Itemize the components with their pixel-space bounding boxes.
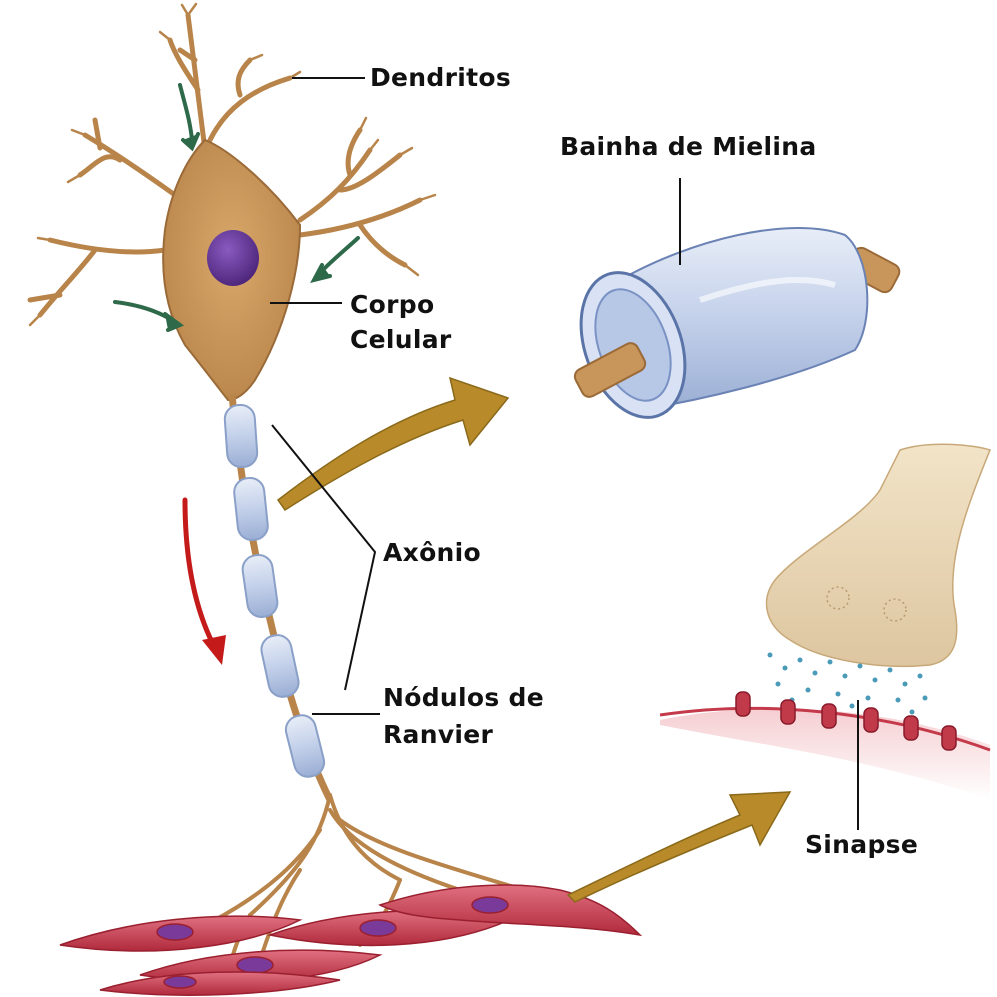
nucleus xyxy=(207,230,259,286)
label-nodes-line2: Ranvier xyxy=(383,720,493,750)
axon-terminal-bouton xyxy=(767,444,990,666)
label-cell-body-line1: Corpo xyxy=(350,290,434,320)
label-dendrites: Dendritos xyxy=(370,63,511,93)
red-arrow-head xyxy=(202,635,226,665)
label-synapse: Sinapse xyxy=(805,830,918,860)
synapse-zoom xyxy=(660,444,990,800)
muscle-cells xyxy=(60,885,640,995)
label-myelin-sheath: Bainha de Mielina xyxy=(560,132,817,162)
myelin-segments xyxy=(224,404,327,780)
pointer-arrow-myelin xyxy=(278,378,508,510)
label-cell-body-line2: Celular xyxy=(350,325,452,355)
pointer-arrow-synapse xyxy=(568,792,790,902)
label-axon: Axônio xyxy=(383,538,481,568)
myelin-sheath-zoom xyxy=(562,228,902,432)
signal-flow-arrow-red xyxy=(185,500,215,648)
label-nodes-line1: Nódulos de xyxy=(383,683,544,713)
